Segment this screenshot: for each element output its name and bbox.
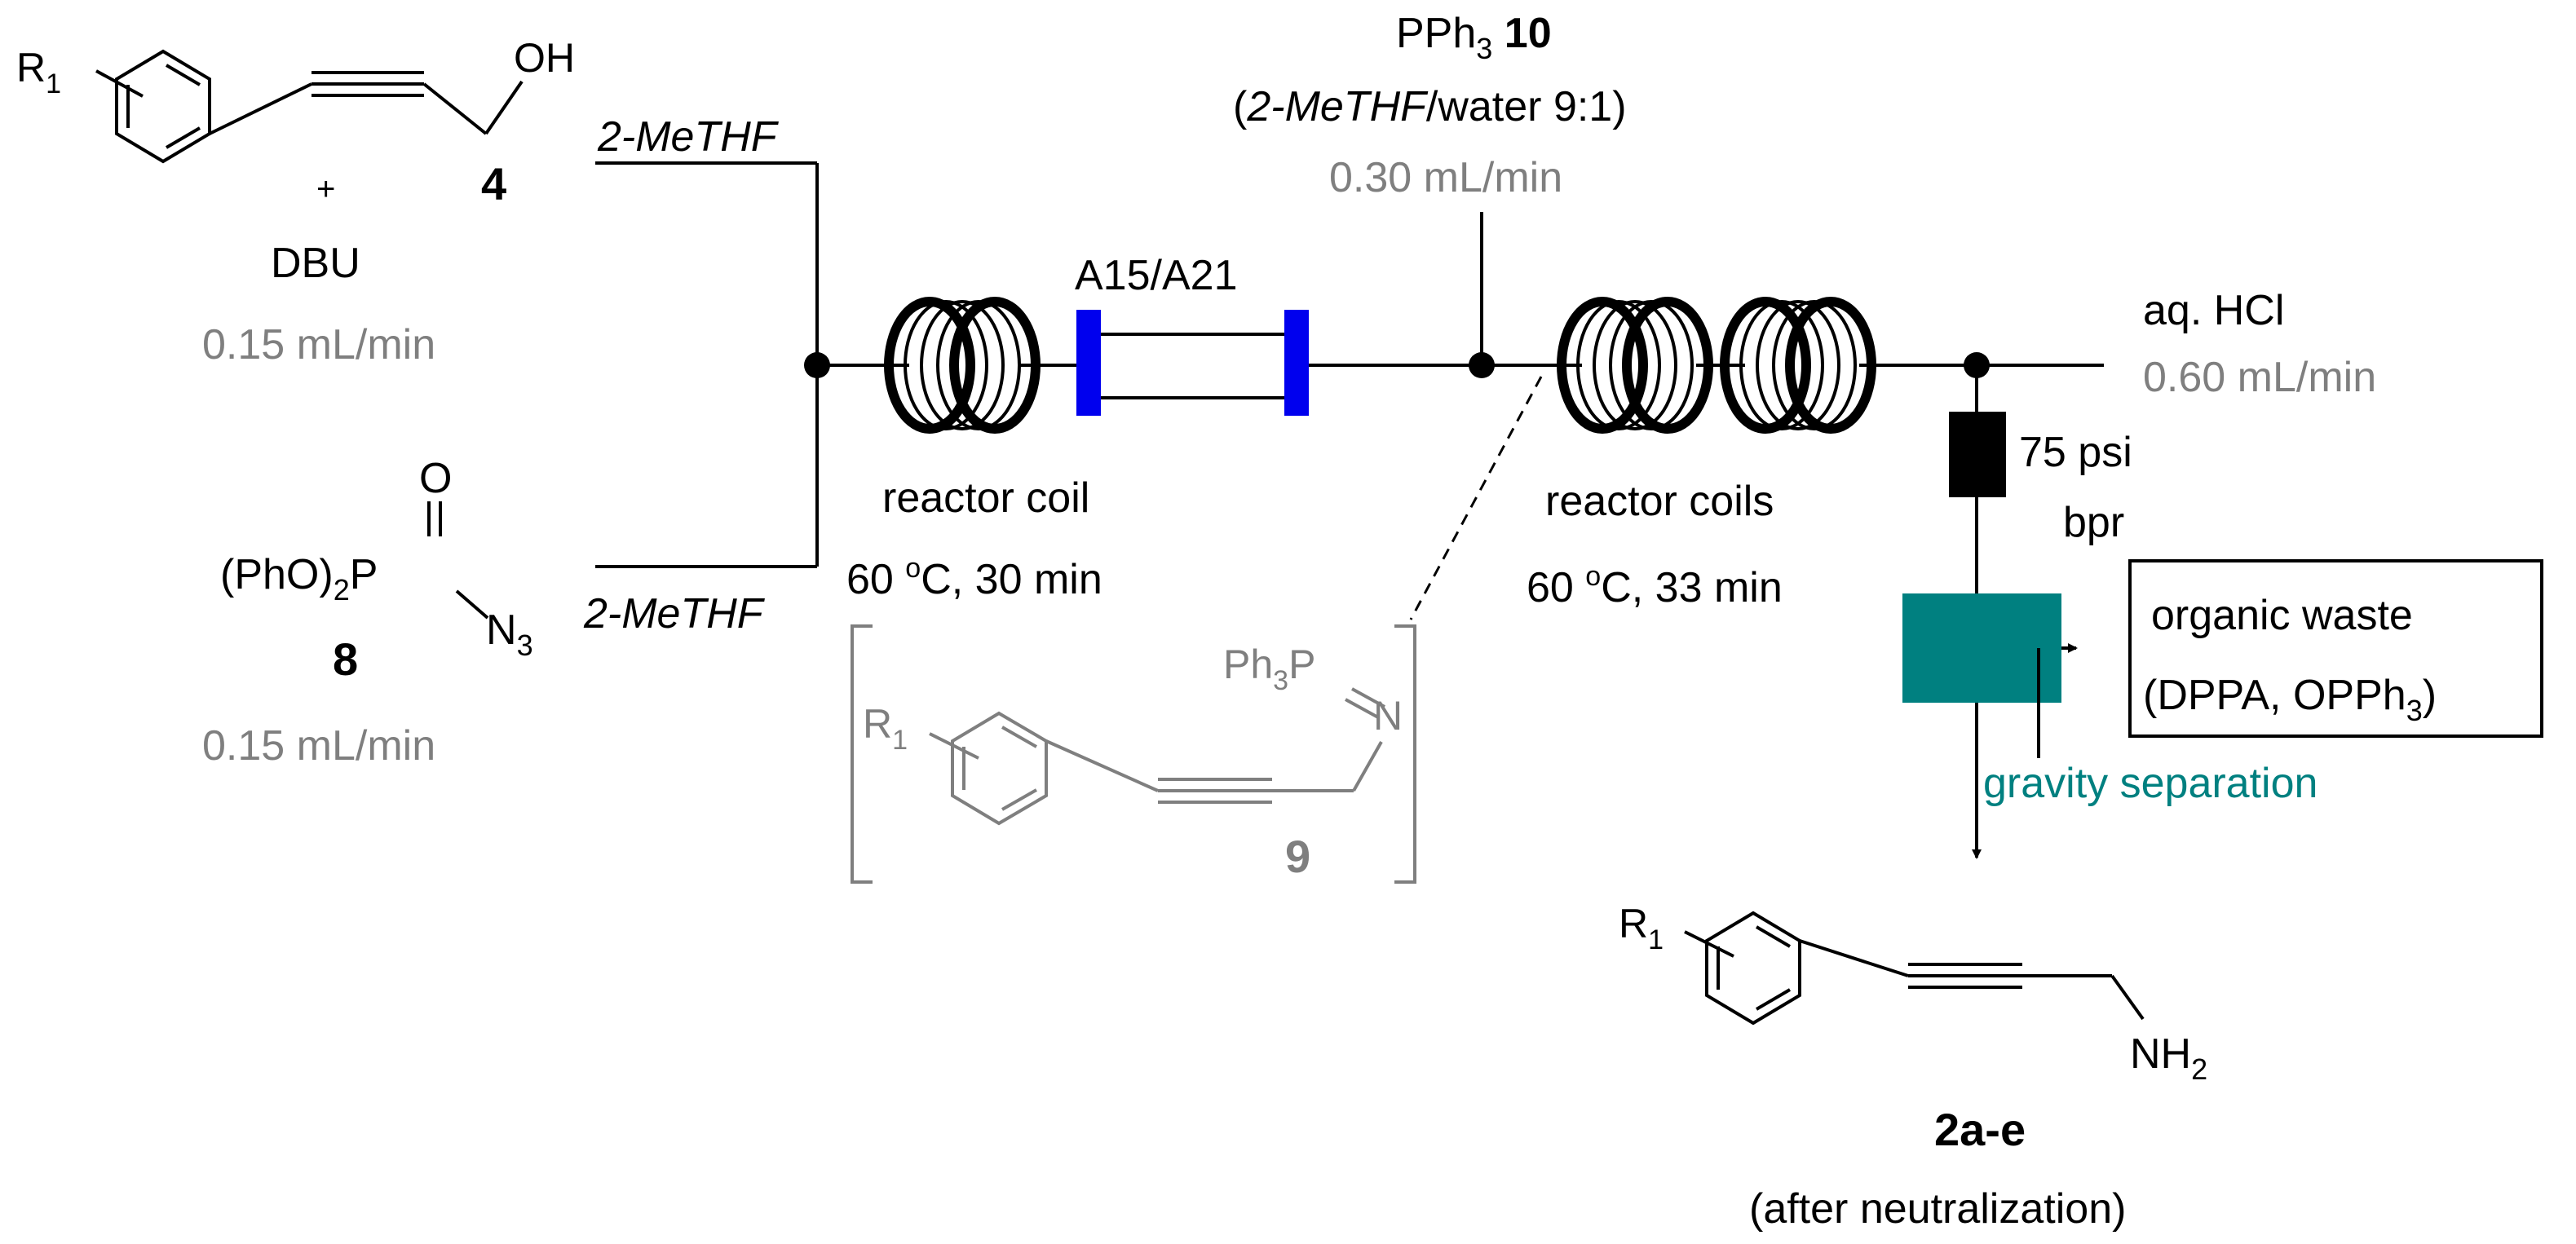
solvent-label-bottom: 2-MeTHF: [583, 590, 766, 637]
plus-sign: +: [316, 171, 335, 207]
column-outlet-cap: [1284, 310, 1309, 416]
product-amine-label: NH2: [2130, 1030, 2207, 1086]
phosphine-solvent: (2-MeTHF/water 9:1): [1233, 83, 1627, 130]
intermediate-ph3p-label: Ph3P: [1223, 642, 1315, 696]
waste-line-1: organic waste: [2151, 592, 2413, 639]
dppa-8-structure: [427, 501, 489, 620]
compound-4-number: 4: [481, 158, 506, 210]
dppa-formula-label: (PhO)2P: [220, 551, 378, 607]
acid-flow-rate: 0.60 mL/min: [2143, 354, 2376, 401]
intermediate-9-structure: [851, 624, 1416, 884]
product-note: (after neutralization): [1749, 1185, 2126, 1233]
mixing-junction-1: [804, 352, 830, 378]
bpr-pressure-label: 75 psi: [2019, 429, 2132, 476]
compound-8-number: 8: [333, 633, 358, 685]
separator-label: gravity separation: [1983, 760, 2318, 807]
solvent-label-top: 2-MeTHF: [597, 113, 780, 161]
organic-waste-box: [2128, 559, 2543, 738]
dppa-flow-rate: 0.15 mL/min: [202, 722, 435, 770]
dppa-oxygen-label: O: [419, 455, 452, 502]
reactor-coils-2-label: reactor coils: [1545, 478, 1774, 525]
reactor-coils-2-conditions: 60 oC, 33 min: [1527, 561, 1783, 611]
flow-lines: [595, 161, 2104, 859]
product-2-structure: [1684, 911, 2145, 1026]
product-r1-label: R1: [1619, 901, 1664, 955]
phosphine-flow-rate: 0.30 mL/min: [1329, 154, 1562, 201]
mixing-junction-3: [1964, 352, 1990, 378]
alcohol-4-structure: [95, 49, 524, 164]
phosphine-label: PPh3 10: [1396, 10, 1552, 65]
dppa-azide-label: N3: [486, 607, 533, 662]
acid-label: aq. HCl: [2143, 287, 2284, 334]
gravity-separator: [1902, 593, 2061, 703]
back-pressure-regulator: [1949, 412, 2006, 497]
hydroxyl-label: OH: [514, 35, 575, 81]
compound-9-number: 9: [1285, 831, 1310, 882]
mixing-junction-2: [1469, 352, 1495, 378]
waste-line-2: (DPPA, OPPh3): [2143, 672, 2437, 727]
alcohol-r1-label: R1: [16, 45, 61, 99]
compound-2-number: 2a-e: [1934, 1104, 2026, 1155]
intermediate-r1-label: R1: [863, 701, 908, 756]
reactor-coil-1-conditions: 60 oC, 30 min: [846, 553, 1102, 603]
reactor-coil-1: [884, 297, 1041, 434]
alcohol-flow-rate: 0.15 mL/min: [202, 321, 435, 368]
reactor-coils-2: [1557, 297, 1876, 434]
column-inlet-cap: [1076, 310, 1101, 416]
reactor-coil-1-label: reactor coil: [882, 474, 1089, 522]
bpr-label: bpr: [2063, 499, 2124, 546]
intermediate-n-label: N: [1373, 693, 1403, 739]
intermediate-pointer: [1409, 376, 1543, 620]
dbu-label: DBU: [271, 240, 360, 287]
column-label: A15/A21: [1075, 252, 1238, 299]
scavenger-column: [1076, 310, 1309, 416]
